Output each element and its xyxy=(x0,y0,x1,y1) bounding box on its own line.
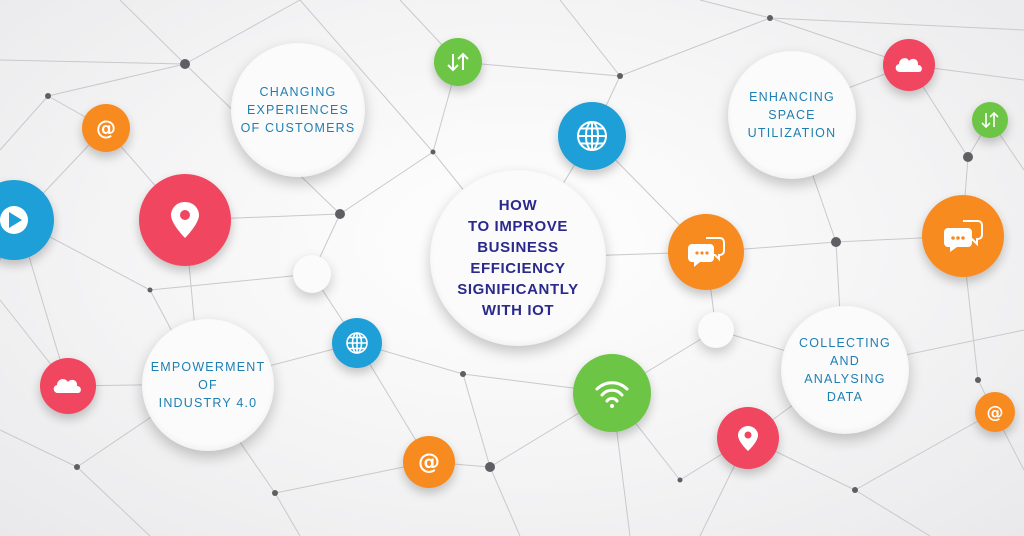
up-down-arrows-icon xyxy=(972,102,1008,138)
topic-line: COLLECTING xyxy=(799,336,891,350)
topic-data-label: COLLECTING AND ANALYSING DATA xyxy=(799,334,891,406)
decorative-circle xyxy=(698,312,734,348)
svg-text:@: @ xyxy=(987,403,1004,423)
topic-line: INDUSTRY 4.0 xyxy=(158,396,258,410)
location-pin-icon xyxy=(139,174,231,266)
at-icon: @ xyxy=(975,392,1015,432)
cloud-icon xyxy=(883,39,935,91)
title-line: SIGNIFICANTLY xyxy=(457,281,579,298)
topic-line: OF CUSTOMERS xyxy=(240,121,356,135)
topic-line: SPACE xyxy=(768,108,816,122)
main-title-circle: HOW TO IMPROVE BUSINESS EFFICIENCY SIGNI… xyxy=(430,170,606,346)
topic-line: CHANGING xyxy=(259,85,337,99)
topic-line: UTILIZATION xyxy=(747,126,837,140)
topic-space-label: ENHANCING SPACE UTILIZATION xyxy=(748,88,837,142)
location-pin-icon xyxy=(717,407,779,469)
topic-line: EXPERIENCES xyxy=(246,103,350,117)
up-down-arrows-icon xyxy=(434,38,482,86)
decorative-circle xyxy=(293,255,331,293)
topic-industry-label: EMPOWERMENT OF INDUSTRY 4.0 xyxy=(151,358,266,412)
cloud-icon xyxy=(40,358,96,414)
topic-line: ENHANCING xyxy=(749,90,835,104)
topic-data: COLLECTING AND ANALYSING DATA xyxy=(781,306,909,434)
at-icon: @ xyxy=(82,104,130,152)
topic-space: ENHANCING SPACE UTILIZATION xyxy=(728,51,856,179)
topic-line: DATA xyxy=(826,390,864,404)
topic-customers: CHANGING EXPERIENCES OF CUSTOMERS xyxy=(231,43,365,177)
title-line: WITH IOT xyxy=(481,302,555,319)
main-title: HOW TO IMPROVE BUSINESS EFFICIENCY SIGNI… xyxy=(457,195,578,321)
play-icon xyxy=(0,180,54,260)
topic-industry: EMPOWERMENT OF INDUSTRY 4.0 xyxy=(142,319,274,451)
topic-line: ANALYSING xyxy=(804,372,886,386)
globe-icon xyxy=(558,102,626,170)
topic-customers-label: CHANGING EXPERIENCES OF CUSTOMERS xyxy=(241,83,356,137)
svg-text:@: @ xyxy=(418,450,440,475)
globe-icon xyxy=(332,318,382,368)
title-line: BUSINESS xyxy=(477,239,559,256)
title-line: HOW xyxy=(498,197,538,214)
at-icon: @ xyxy=(403,436,455,488)
wifi-icon xyxy=(573,354,651,432)
topic-line: EMPOWERMENT xyxy=(150,360,266,374)
chat-bubbles-icon xyxy=(922,195,1004,277)
title-line: EFFICIENCY xyxy=(470,260,566,277)
title-line: TO IMPROVE xyxy=(468,218,568,235)
topic-line: OF xyxy=(198,378,218,392)
topic-line: AND xyxy=(829,354,860,368)
svg-text:@: @ xyxy=(96,116,116,140)
chat-bubbles-icon xyxy=(668,214,744,290)
